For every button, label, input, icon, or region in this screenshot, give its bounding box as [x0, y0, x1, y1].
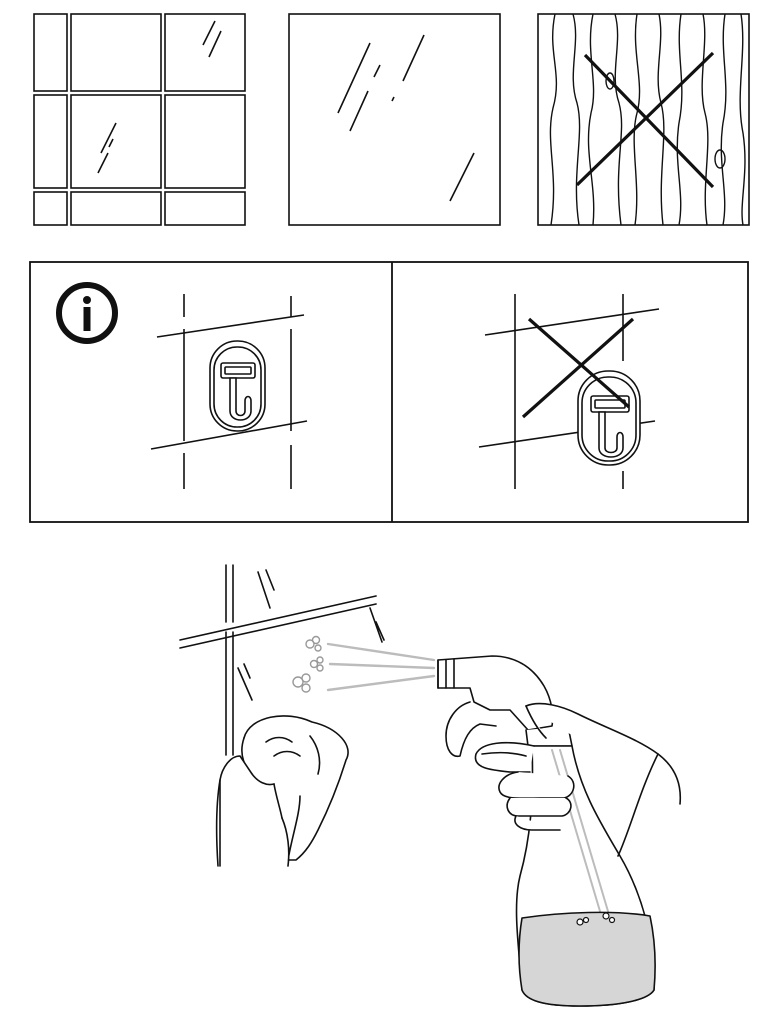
tile-grout-line [179, 595, 377, 649]
tile [164, 94, 246, 189]
wood-grain [614, 13, 623, 226]
tile [70, 191, 162, 226]
hook-right [577, 370, 641, 466]
wood-grain [739, 13, 746, 226]
surface-glass-panel [288, 13, 501, 226]
tile [33, 13, 68, 92]
info-icon [56, 282, 118, 344]
reflection-line [202, 20, 222, 58]
wood-grain [633, 13, 641, 226]
wood-knot [605, 72, 615, 90]
not-allowed-cross [575, 51, 715, 189]
reflection-line [257, 569, 275, 609]
wood-grain [572, 13, 581, 226]
wood-knot [714, 149, 726, 169]
tile [164, 191, 246, 226]
tile [33, 94, 68, 189]
wood-grain [676, 13, 683, 226]
surface-wood-panel [537, 13, 750, 226]
liquid-bubbles [576, 912, 616, 926]
step-1-illustration [179, 564, 682, 1007]
bottle-liquid [518, 911, 656, 1007]
spray-droplets [292, 635, 324, 693]
hand-with-cloth [215, 715, 349, 867]
tile [164, 13, 246, 92]
wood-grain [549, 13, 558, 226]
tile-grout-line [225, 564, 234, 756]
placement-frame [29, 261, 749, 523]
reflection-line [97, 122, 117, 174]
wood-grain [587, 13, 595, 226]
wood-grain [720, 13, 727, 226]
wood-grain [657, 13, 665, 226]
not-allowed-cross [521, 317, 635, 419]
wood-grain [701, 13, 709, 226]
tile [33, 191, 68, 226]
surface-tiles-panel [33, 13, 246, 226]
reflection-line [237, 663, 253, 701]
tile [70, 13, 162, 92]
tile-grid-left [150, 294, 308, 489]
spray-mist [326, 642, 436, 692]
hook-left [209, 340, 266, 432]
reflection-line [337, 34, 425, 132]
reflection-line [369, 607, 385, 643]
tile [70, 94, 162, 189]
reflection-line [449, 152, 475, 202]
hand-holding-bottle [474, 702, 682, 857]
